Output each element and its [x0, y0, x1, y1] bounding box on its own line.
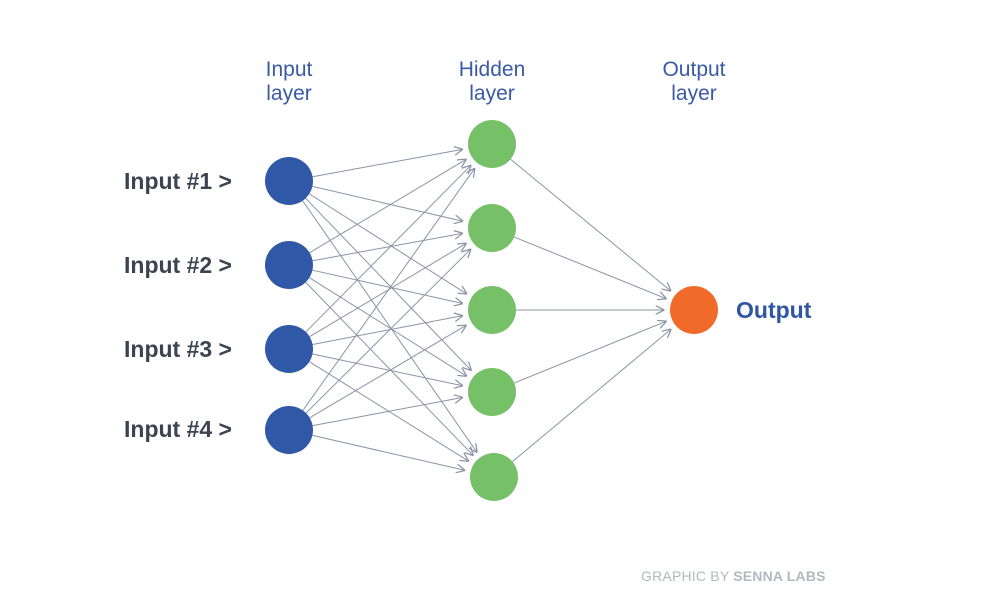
connection-input-1-hidden-3	[308, 193, 466, 294]
connection-input-3-hidden-1	[305, 165, 471, 333]
input-layer-title: Input layer	[266, 58, 313, 105]
connection-input-2-hidden-3	[312, 269, 462, 303]
graphic-credit-prefix: GRAPHIC BY	[641, 568, 733, 584]
connection-input-4-hidden-1	[302, 168, 475, 411]
connection-input-1-hidden-2	[312, 185, 462, 221]
input-node-3	[265, 325, 313, 373]
input-label-1: Input #1 >	[124, 168, 232, 194]
connection-input-3-hidden-4	[312, 353, 462, 386]
connection-input-2-hidden-1	[309, 159, 467, 254]
connection-input-1-hidden-1	[312, 149, 463, 178]
input-layer-title-line2: layer	[266, 82, 312, 105]
input-label-2: Input #2 >	[124, 252, 232, 278]
output-label: Output	[736, 297, 812, 323]
input-layer-title-line1: Input	[266, 58, 313, 81]
connections-group	[302, 149, 671, 470]
graphic-credit-brand: SENNA LABS	[733, 568, 826, 584]
hidden-layer-title-line2: layer	[469, 82, 515, 105]
connection-input-2-hidden-4	[309, 277, 466, 376]
hidden-node-4	[468, 368, 516, 416]
hidden-layer-title-line1: Hidden	[459, 58, 526, 81]
hidden-node-5	[470, 453, 518, 501]
connection-input-4-hidden-4	[312, 398, 463, 427]
connection-hidden-4-output	[514, 321, 666, 384]
input-node-4	[265, 406, 313, 454]
input-node-2	[265, 241, 313, 289]
graphic-credit: GRAPHIC BY SENNA LABS	[641, 568, 826, 584]
hidden-node-3	[468, 286, 516, 334]
connection-input-4-hidden-5	[312, 434, 464, 470]
connection-input-3-hidden-3	[312, 316, 463, 345]
connection-hidden-5-output	[512, 329, 671, 463]
output-layer-title: Output layer	[662, 58, 725, 105]
connection-input-1-hidden-5	[302, 200, 477, 453]
connection-input-4-hidden-3	[309, 325, 467, 419]
connection-input-1-hidden-4	[305, 197, 472, 370]
input-label-3: Input #3 >	[124, 336, 232, 362]
connection-input-4-hidden-2	[305, 249, 471, 414]
output-layer-title-line1: Output	[662, 58, 725, 81]
output-node	[670, 286, 718, 334]
hidden-node-2	[468, 204, 516, 252]
input-label-4: Input #4 >	[124, 416, 232, 442]
connection-input-2-hidden-2	[312, 233, 463, 262]
hidden-layer-title: Hidden layer	[459, 58, 526, 105]
output-layer-title-line2: layer	[671, 82, 717, 105]
connection-hidden-2-output	[514, 236, 666, 299]
connection-input-2-hidden-5	[305, 281, 473, 455]
input-node-1	[265, 157, 313, 205]
hidden-node-1	[468, 120, 516, 168]
connection-hidden-1-output	[510, 158, 671, 291]
